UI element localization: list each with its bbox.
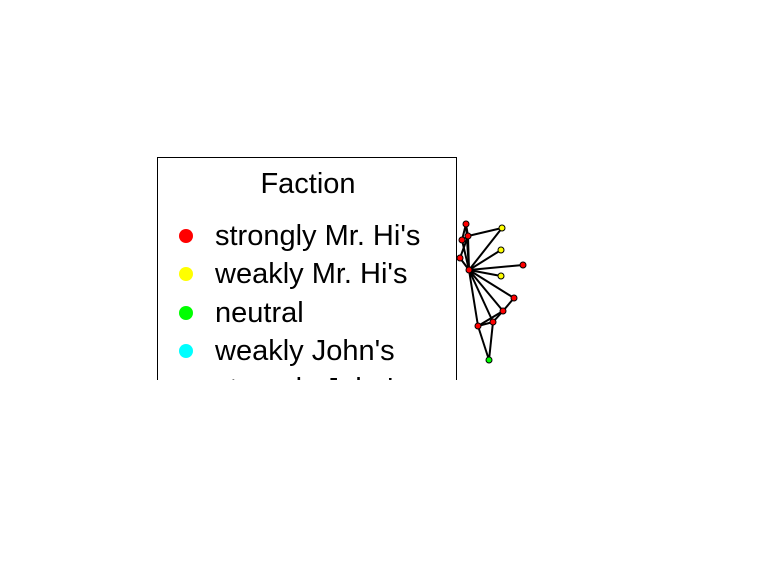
graph-edge <box>477 310 504 327</box>
graph-edge <box>468 269 479 327</box>
graph-edge <box>477 325 490 361</box>
network-graph <box>456 220 527 364</box>
legend-swatch <box>179 229 193 243</box>
graph-node <box>498 224 506 232</box>
graph-edge <box>468 264 524 271</box>
graph-node <box>489 318 497 326</box>
graph-node <box>465 266 473 274</box>
legend: Faction strongly Mr. Hi's weakly Mr. Hi'… <box>157 157 457 380</box>
graph-edge <box>468 269 504 312</box>
legend-label: neutral <box>215 297 304 329</box>
graph-edge <box>468 269 502 277</box>
graph-edge <box>465 223 470 271</box>
legend-swatch <box>179 344 193 358</box>
legend-item: neutral <box>158 295 458 333</box>
legend-swatch <box>179 306 193 320</box>
legend-label: weakly John's <box>215 335 395 367</box>
graph-node <box>462 220 470 228</box>
legend-item: weakly John's <box>158 333 458 371</box>
graph-edge <box>459 235 469 259</box>
graph-node <box>499 307 507 315</box>
graph-node <box>456 254 464 262</box>
legend-item: strongly Mr. Hi's <box>158 218 458 256</box>
legend-label: strongly Mr. Hi's <box>215 220 421 252</box>
graph-node <box>464 232 472 240</box>
legend-item: weakly Mr. Hi's <box>158 256 458 294</box>
graph-edge <box>467 227 503 237</box>
graph-edge <box>468 269 494 323</box>
graph-edge <box>468 269 515 299</box>
legend-label: strongly John's <box>215 371 408 380</box>
legend-title: Faction <box>260 168 356 200</box>
graph-edge <box>488 321 494 361</box>
graph-node <box>497 246 505 254</box>
graph-edge <box>461 239 470 271</box>
graph-edges <box>459 223 524 361</box>
graph-edge <box>468 227 503 271</box>
graph-node <box>519 261 527 269</box>
graph-nodes <box>456 220 527 364</box>
legend-swatch <box>179 267 193 281</box>
graph-node <box>474 322 482 330</box>
graph-node <box>497 272 505 280</box>
graph-node <box>485 356 493 364</box>
graph-edge <box>468 249 502 271</box>
graph-node <box>510 294 518 302</box>
graph-node <box>458 236 466 244</box>
legend-label: weakly Mr. Hi's <box>215 258 408 290</box>
plot-clip-region: Faction strongly Mr. Hi's weakly Mr. Hi'… <box>157 157 527 380</box>
legend-item: strongly John's <box>158 371 458 380</box>
